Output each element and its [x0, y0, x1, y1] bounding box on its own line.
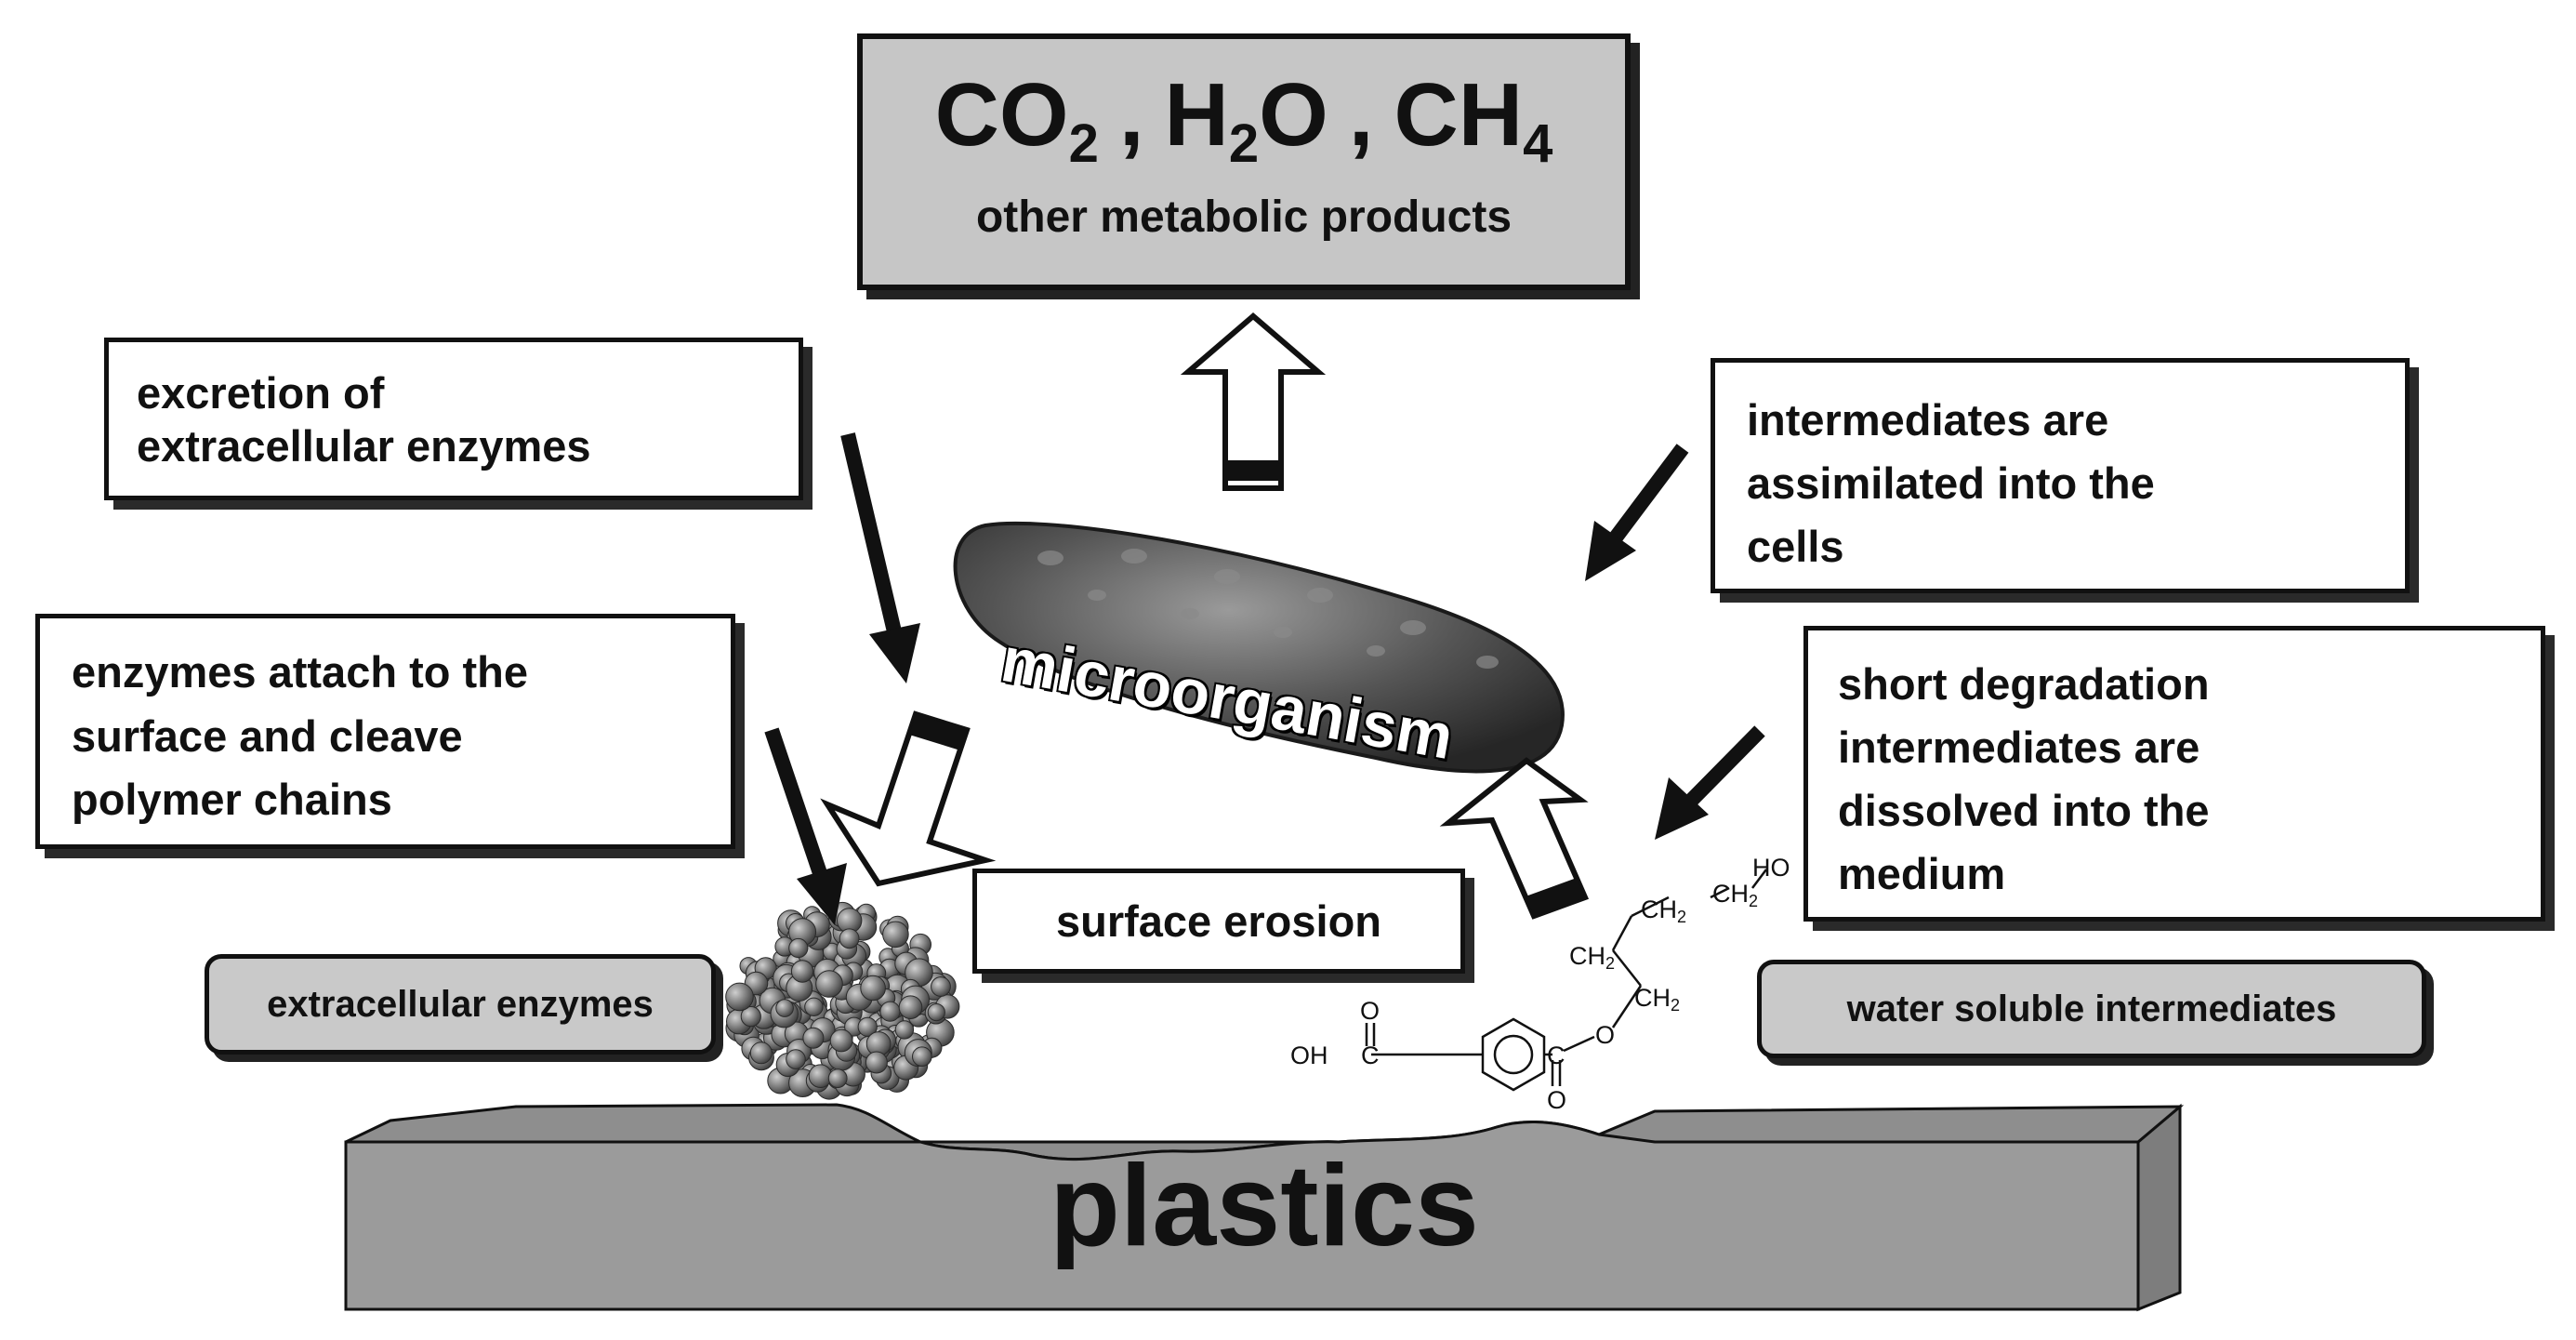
attach-line-2: surface and cleave — [72, 710, 463, 761]
enzyme-sphere — [790, 960, 814, 983]
enzyme-cluster — [725, 901, 960, 1100]
assimilated-line-1: intermediates are — [1747, 395, 2109, 444]
enzyme-sphere — [894, 1020, 915, 1040]
enzyme-sphere — [829, 1028, 853, 1053]
assimilation-box: intermediates are assimilated into the c… — [1711, 358, 2410, 593]
arrow-enzyme-attach — [764, 727, 847, 925]
mol-c-left: C — [1361, 1041, 1380, 1069]
surface-erosion-box: surface erosion — [972, 869, 1465, 974]
enzyme-sphere — [788, 937, 809, 959]
extracellular-enzymes-label: extracellular enzymes — [267, 983, 654, 1025]
mol-ch2-1: CH2 — [1712, 880, 1759, 910]
molecule-structure — [1365, 869, 1767, 1092]
enzyme-sphere — [860, 975, 886, 1002]
plastic-slab — [344, 1069, 2185, 1312]
mol-ch2-3: CH2 — [1569, 942, 1616, 973]
mol-oh: OH — [1290, 1041, 1328, 1069]
extracellular-enzymes-pill: extracellular enzymes — [205, 954, 716, 1055]
dissolved-line-3: dissolved into the — [1838, 786, 2210, 836]
enzyme-attach-box: enzymes attach to the surface and cleave… — [35, 614, 735, 849]
arrow-excretion — [840, 432, 920, 683]
enzyme-sphere — [857, 1016, 878, 1037]
assimilated-line-3: cells — [1747, 522, 1844, 572]
excretion-line-2: extracellular enzymes — [137, 421, 591, 471]
assimilated-line-2: assimilated into the — [1747, 458, 2155, 509]
arrow-assimilation — [1585, 444, 1689, 581]
excretion-line-1: excretion of — [137, 368, 385, 418]
dissolved-line-4: medium — [1838, 849, 2006, 899]
h2o-formula: H2O — [1164, 65, 1328, 174]
mol-o-top: O — [1360, 997, 1380, 1025]
other-products-label: other metabolic products — [975, 192, 1513, 242]
mol-c-right: C — [1547, 1041, 1565, 1069]
attach-line-3: polymer chains — [72, 775, 392, 825]
co2-formula: CO2 — [934, 65, 1099, 174]
metabolic-products-box: CO2,H2O,CH4 other metabolic products — [857, 33, 1631, 290]
enzyme-sphere — [839, 928, 860, 949]
water-soluble-label: water soluble intermediates — [1846, 988, 2337, 1029]
enzyme-sphere — [725, 982, 754, 1012]
enzyme-sphere — [815, 970, 843, 998]
mol-ch2-2: CH2 — [1641, 896, 1687, 926]
enzyme-sphere — [827, 1068, 848, 1088]
enzyme-sphere — [931, 976, 951, 997]
enzyme-sphere — [879, 1001, 901, 1022]
enzyme-sphere — [804, 997, 824, 1017]
mol-ester-o: O — [1595, 1021, 1616, 1049]
water-soluble-pill: water soluble intermediates — [1757, 960, 2426, 1058]
arrow-to-products — [1180, 312, 1327, 491]
dissolved-box: short degradation intermediates are diss… — [1803, 626, 2545, 922]
surface-erosion-label: surface erosion — [1055, 896, 1382, 946]
enzyme-sphere — [882, 921, 909, 949]
ch4-formula: CH4 — [1394, 65, 1553, 174]
enzyme-sphere — [865, 1051, 888, 1074]
dissolved-line-1: short degradation — [1838, 659, 2210, 709]
mol-ho: HO — [1752, 854, 1790, 882]
enzyme-sphere — [775, 999, 794, 1017]
enzyme-sphere — [927, 1003, 945, 1022]
enzyme-sphere — [912, 1046, 932, 1067]
enzyme-sphere — [802, 1027, 825, 1049]
plastics-label: plastics — [1050, 1142, 1479, 1270]
mol-ch2-4: CH2 — [1634, 984, 1681, 1015]
mol-o-bottom: O — [1547, 1086, 1567, 1114]
excretion-box: excretion of extracellular enzymes — [104, 338, 803, 500]
enzyme-sphere — [898, 995, 923, 1019]
dissolved-line-2: intermediates are — [1838, 723, 2200, 773]
attach-line-1: enzymes attach to the — [72, 647, 529, 697]
enzyme-sphere — [740, 1006, 761, 1028]
enzyme-sphere — [749, 1041, 773, 1065]
arrow-dissolved — [1655, 725, 1765, 840]
enzyme-sphere — [786, 1049, 806, 1069]
gas-products: CO2,H2O,CH4 — [934, 65, 1553, 174]
